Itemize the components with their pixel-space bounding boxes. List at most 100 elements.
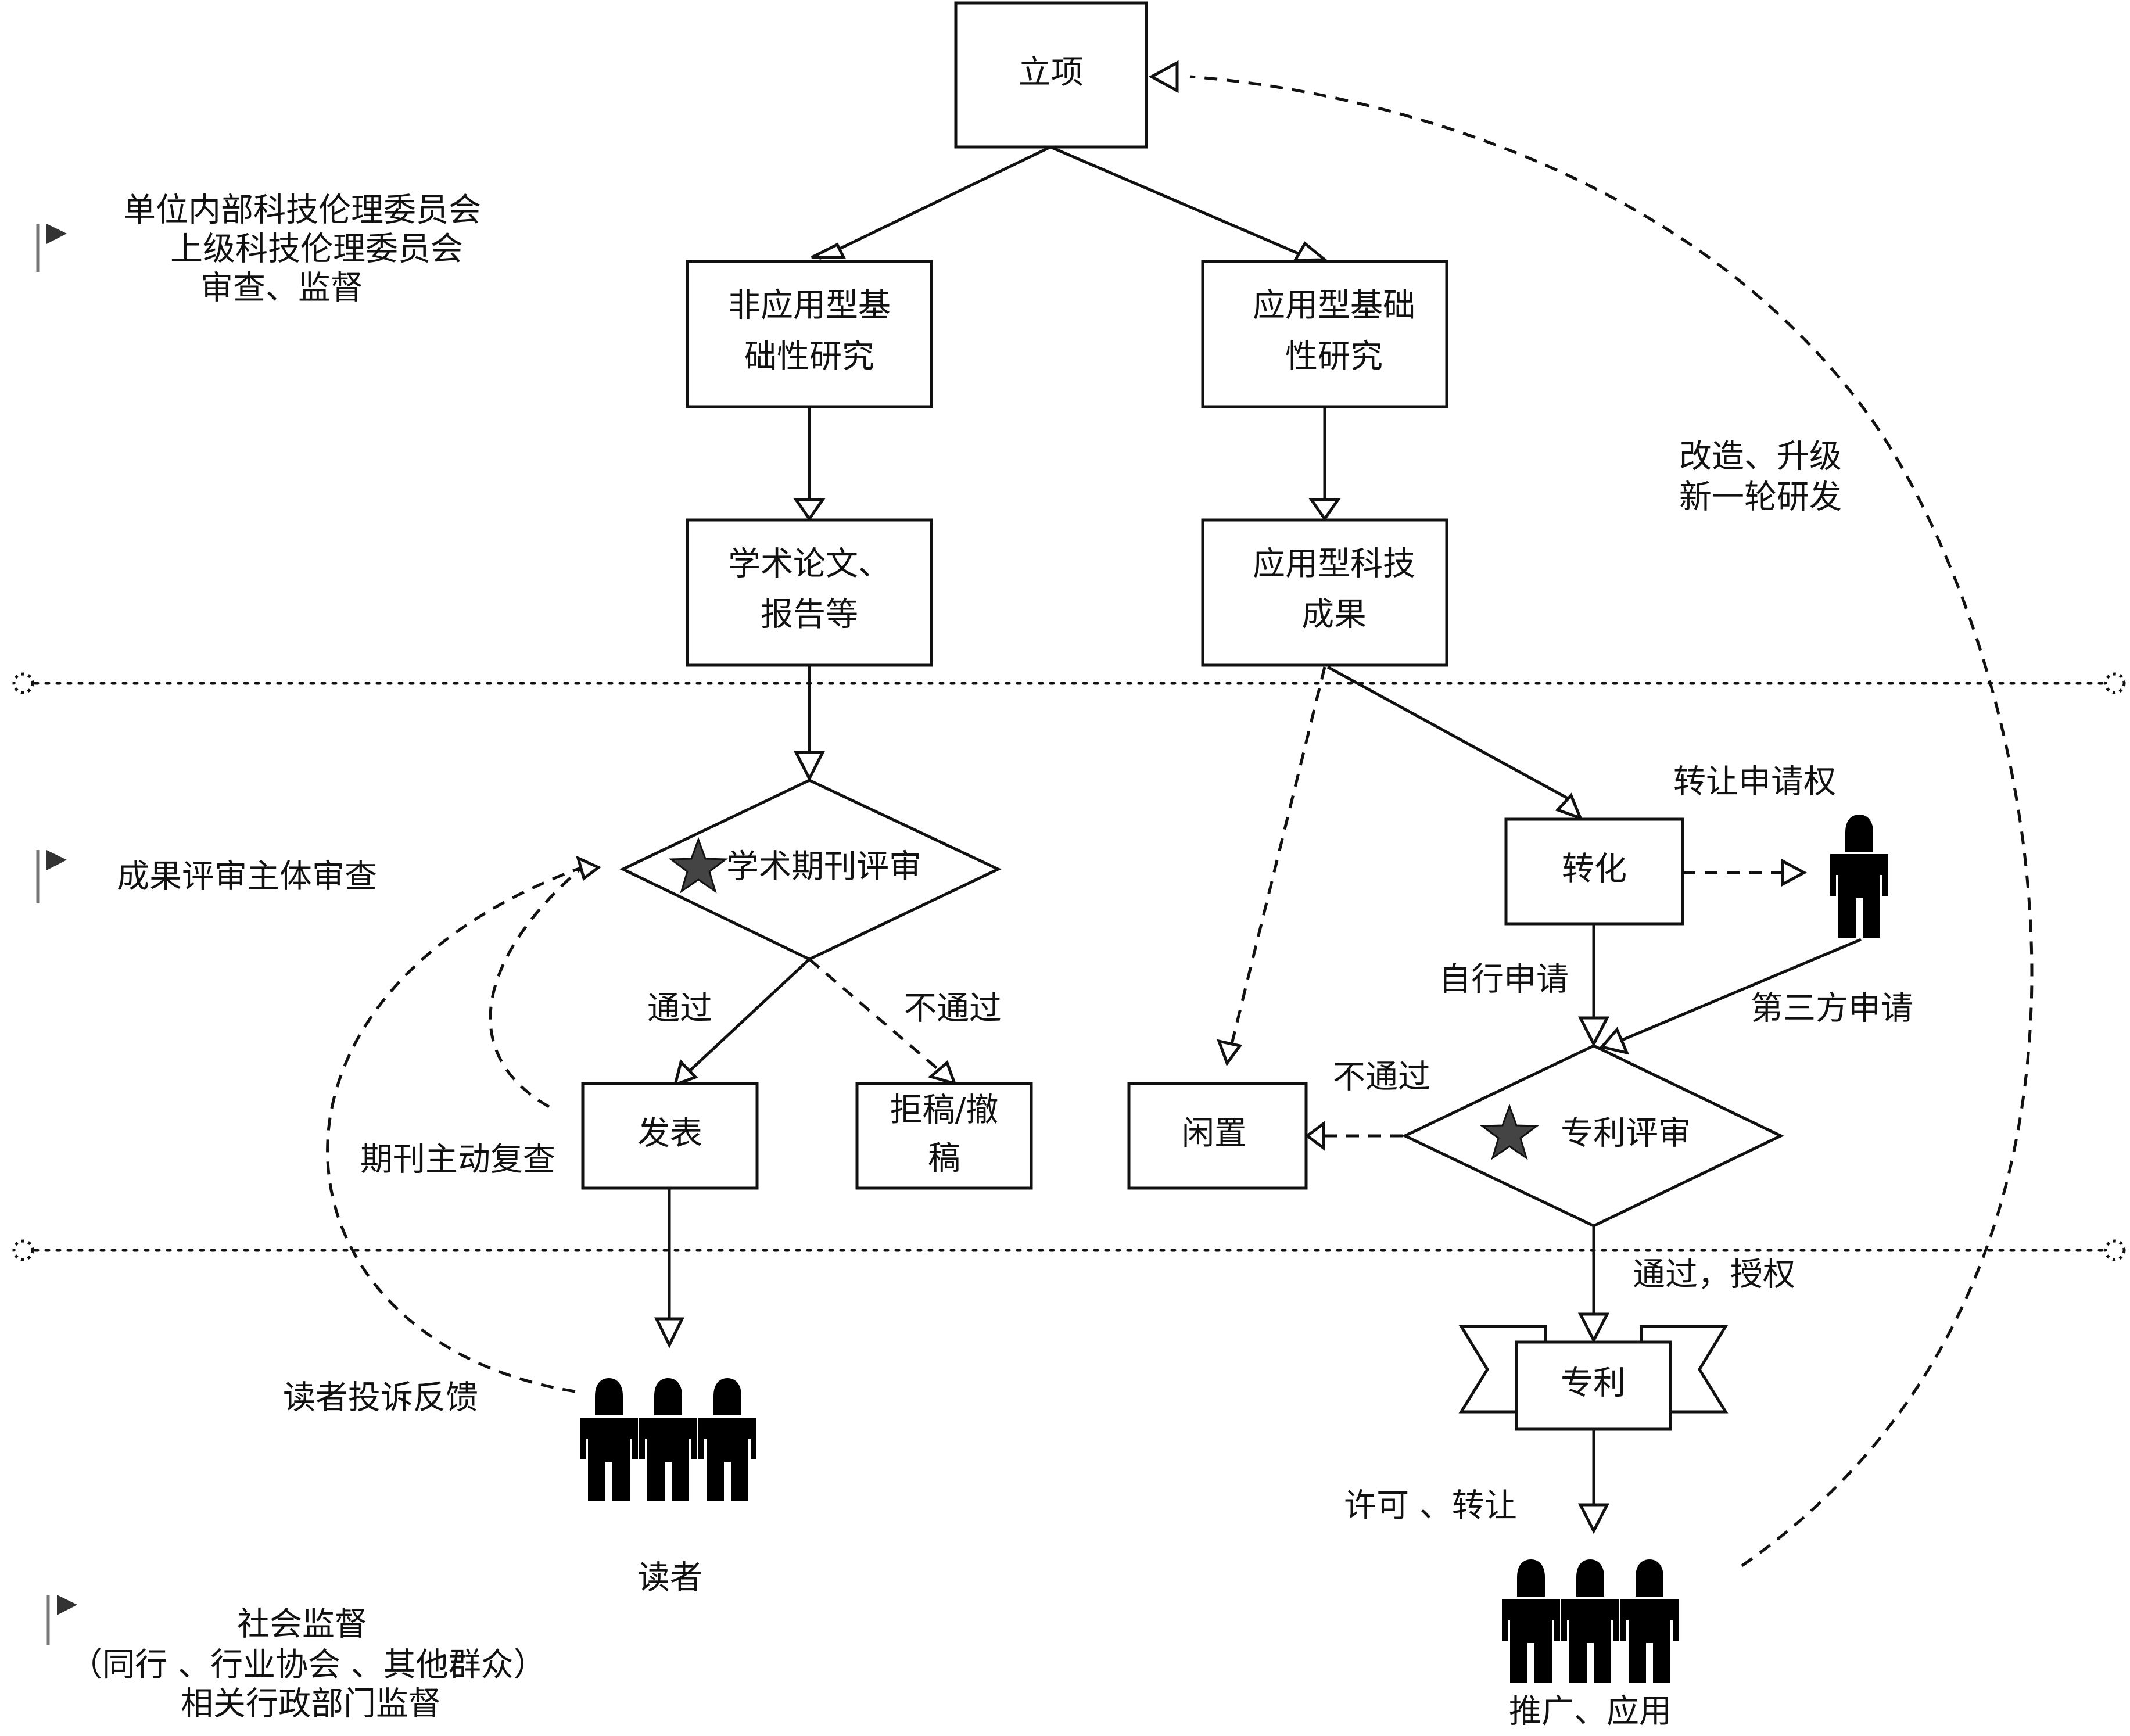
separator-end xyxy=(2104,672,2126,694)
arrow-head xyxy=(927,1060,958,1086)
person-icon xyxy=(580,1378,638,1501)
label-reader-feedback: 读者投诉反馈 xyxy=(283,1379,478,1417)
person-icon xyxy=(639,1378,697,1501)
node-idle: 闲置 xyxy=(1127,1082,1308,1190)
label-granted: 通过，授权 xyxy=(1633,1256,1795,1294)
node-label-line1: 学术论文、 xyxy=(728,546,891,583)
node-transform: 转化 xyxy=(1504,817,1684,926)
person-icon xyxy=(1830,815,1888,938)
flag-icon xyxy=(46,224,67,244)
actor-application-label: 推广、应用 xyxy=(1509,1693,1672,1731)
arrow-head xyxy=(1577,1503,1610,1534)
person-icon xyxy=(1620,1559,1679,1683)
node-label-line1: 应用型基础 xyxy=(1253,287,1415,325)
edge-labels: 通过 不通过 不通过 自行申请 第三方申请 转让申请权 通过，授权 许可 、转让… xyxy=(283,438,1913,1525)
stage-ethics-line1: 单位内部科技伦理委员会 xyxy=(123,192,481,229)
arrow-head xyxy=(1148,60,1179,94)
arrow-head xyxy=(1599,1027,1630,1055)
node-label: 转化 xyxy=(1562,851,1627,888)
star-icon xyxy=(668,837,729,894)
node-journal-review: 学术期刊评审 xyxy=(619,779,1002,961)
label-fail: 不通过 xyxy=(904,990,1002,1028)
arrow-head xyxy=(1577,1312,1610,1344)
node-box xyxy=(1504,817,1684,926)
arrow-heads xyxy=(576,60,1808,1534)
node-papers: 学术论文、 报告等 xyxy=(686,518,933,667)
arrow-head xyxy=(1781,858,1808,887)
stage-ethics: 单位内部科技伦理委员会 上级科技伦理委员会 审查、监督 xyxy=(36,192,481,307)
node-publish: 发表 xyxy=(581,1082,759,1190)
readers-group xyxy=(580,1378,756,1501)
edge-results-to-idle xyxy=(1229,666,1326,1049)
arrow-head xyxy=(793,751,826,782)
node-label: 专利 xyxy=(1561,1365,1626,1403)
stage-ethics-line2: 上级科技伦理委员会 xyxy=(170,231,463,268)
node-project: 立项 xyxy=(954,1,1148,149)
stage-social-line1: 社会监督 xyxy=(237,1606,367,1644)
stage-social-line2: （同行 、行业协会 、其他群众） xyxy=(70,1647,546,1684)
label-transfer-right: 转让申请权 xyxy=(1673,763,1836,801)
person-icon xyxy=(1561,1559,1619,1683)
edge-project-to-non-applied xyxy=(818,145,1052,260)
edge-review-to-reject xyxy=(808,958,942,1073)
label-upgrade-line2: 新一轮研发 xyxy=(1679,479,1842,517)
edge-project-to-applied xyxy=(1050,145,1311,260)
node-box xyxy=(1201,518,1448,667)
node-box xyxy=(686,518,933,667)
decision-diamond xyxy=(1401,1044,1784,1228)
label-self-apply: 自行申请 xyxy=(1439,961,1569,999)
node-label-line2: 稿 xyxy=(928,1140,960,1178)
separator-end xyxy=(12,672,34,694)
edge-review-to-publish xyxy=(687,958,811,1073)
stage-social: 社会监督 （同行 、行业协会 、其他群众） 相关行政部门监督 xyxy=(46,1595,546,1723)
stage-separators xyxy=(12,672,2126,1261)
node-label-line2: 础性研究 xyxy=(744,338,874,376)
edge-upgrade-loop xyxy=(1189,75,2034,1568)
node-label-line1: 应用型科技 xyxy=(1253,546,1415,583)
arrow-head xyxy=(1308,498,1341,522)
node-box xyxy=(581,1082,759,1190)
node-label: 发表 xyxy=(637,1115,702,1153)
node-label: 立项 xyxy=(1019,54,1084,92)
node-applied-research: 应用型基础 性研究 xyxy=(1201,260,1448,408)
node-patent: 专利 xyxy=(1458,1325,1729,1431)
label-fail-patent: 不通过 xyxy=(1333,1059,1430,1096)
stage-review: 成果评审主体审查 xyxy=(36,850,377,903)
label-journal-recheck: 期刊主动复查 xyxy=(360,1141,555,1179)
label-license: 许可 、转让 xyxy=(1344,1487,1517,1525)
node-box xyxy=(686,260,933,408)
flag-icon xyxy=(57,1595,77,1615)
edge-results-to-transform xyxy=(1326,665,1570,801)
arrow-head xyxy=(576,855,601,881)
person-icon xyxy=(698,1378,756,1501)
node-applied-results: 应用型科技 成果 xyxy=(1201,518,1448,667)
arrow-head xyxy=(654,1317,685,1348)
node-non-applied-research: 非应用型基 础性研究 xyxy=(686,260,933,408)
arrow-head xyxy=(793,498,826,522)
person-icon xyxy=(1502,1559,1560,1683)
separator-end xyxy=(12,1239,34,1261)
star-icon xyxy=(1479,1103,1540,1160)
separator-end xyxy=(2104,1239,2126,1261)
node-label: 闲置 xyxy=(1182,1115,1247,1153)
node-label: 学术期刊评审 xyxy=(726,848,921,886)
node-patent-review: 专利评审 xyxy=(1401,1044,1784,1228)
node-label-line1: 非应用型基 xyxy=(728,287,891,325)
stage-social-line3: 相关行政部门监督 xyxy=(181,1685,441,1723)
node-label: 专利评审 xyxy=(1561,1115,1691,1153)
edge-reader-feedback-loop xyxy=(326,866,583,1393)
arrow-head xyxy=(673,1059,698,1088)
node-reject: 拒稿/撤 稿 xyxy=(855,1082,1033,1190)
arrow-head xyxy=(1217,1039,1243,1067)
arrow-head xyxy=(1555,792,1583,821)
solid-connectors xyxy=(668,145,1862,1505)
label-third-party: 第三方申请 xyxy=(1751,990,1913,1028)
flag-icon xyxy=(46,850,67,870)
node-label-line1: 拒稿/撤 xyxy=(890,1092,999,1129)
node-box xyxy=(1127,1082,1308,1190)
dashed-connectors xyxy=(326,75,2034,1568)
actor-readers-label: 读者 xyxy=(637,1559,702,1597)
label-upgrade-line1: 改造、升级 xyxy=(1679,438,1842,476)
node-box xyxy=(1515,1340,1672,1431)
